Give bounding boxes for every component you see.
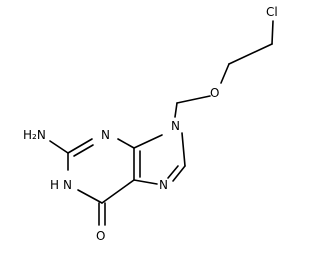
atom-carbonyl-o: O	[96, 229, 105, 243]
bond-n9-c8	[181, 132, 186, 167]
bond-c8-n7-inner	[167, 165, 179, 179]
bond-n1-c6	[77, 189, 103, 204]
atom-n1-h: H	[50, 178, 59, 192]
atom-n9: N	[171, 119, 180, 133]
bond-n9-c4	[133, 134, 163, 149]
bond-c-c	[228, 43, 273, 65]
chemical-structure: Cl O N N N N H H₂N O	[23, 5, 278, 243]
bond-c8-n7	[172, 165, 186, 182]
bond-c4-n3	[117, 138, 135, 149]
atom-n7: N	[159, 178, 168, 192]
atom-n3: N	[101, 128, 110, 142]
atom-cl: Cl	[266, 5, 278, 19]
atom-nh2: H₂N	[23, 128, 46, 142]
atom-ether-o: O	[210, 86, 219, 100]
bond-n3-c2	[67, 138, 93, 154]
atom-n1: N	[63, 178, 72, 192]
bond-n3-c2-inner	[73, 144, 94, 157]
bond-n7-c5	[133, 179, 158, 185]
bond-c6-c5	[101, 179, 135, 204]
bond-cl-c	[271, 20, 274, 45]
bond-c2-nh2	[49, 140, 69, 154]
bond-o-ch2	[176, 95, 211, 104]
bond-c-o	[220, 63, 230, 84]
bond-ch2-n9	[174, 102, 178, 118]
